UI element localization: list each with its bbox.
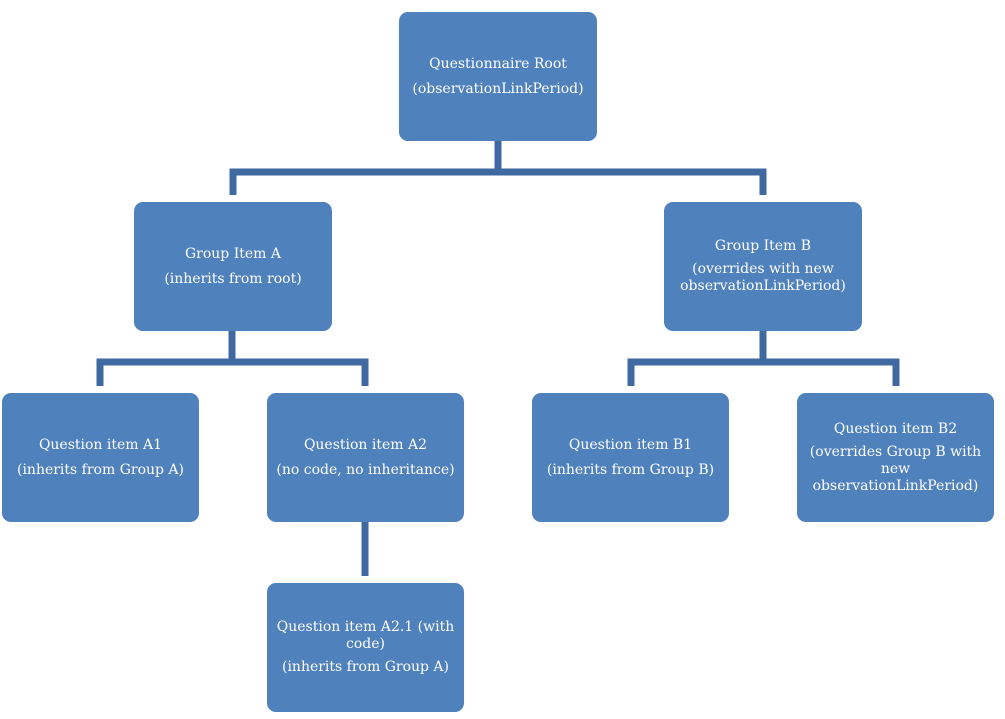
- node-group-item-b[interactable]: Group Item B (overrides with new observa…: [664, 202, 862, 331]
- node-title: Group Item B: [714, 238, 812, 254]
- node-question-item-a2-1[interactable]: Question item A2.1 (with code) (inherits…: [267, 583, 464, 712]
- node-question-item-a2[interactable]: Question item A2 (no code, no inheritanc…: [267, 393, 464, 522]
- node-subtitle: (no code, no inheritance): [276, 461, 455, 478]
- node-title: Question item B2: [833, 420, 958, 437]
- node-subtitle: (observationLinkPeriod): [412, 80, 584, 97]
- node-title: Questionnaire Root: [429, 55, 567, 72]
- node-question-item-a1[interactable]: Question item A1 (inherits from Group A): [2, 393, 199, 522]
- node-subtitle: (overrides with new observationLinkPerio…: [680, 261, 846, 294]
- node-title: Question item B1: [568, 436, 693, 453]
- node-subtitle: (inherits from root): [164, 270, 302, 287]
- node-subtitle: (inherits from Group B): [546, 461, 715, 478]
- node-question-item-b1[interactable]: Question item B1 (inherits from Group B): [532, 393, 729, 522]
- node-title: Question item A2.1 (with code): [276, 619, 455, 652]
- connector-root-bus: [229, 168, 767, 195]
- node-question-item-b2[interactable]: Question item B2 (overrides Group B with…: [797, 393, 994, 522]
- node-subtitle: (inherits from Group A): [281, 659, 450, 675]
- node-title: Question item A1: [38, 436, 163, 453]
- node-group-item-a[interactable]: Group Item A (inherits from root): [134, 202, 332, 331]
- connector-group-b-bus: [627, 358, 900, 386]
- node-title: Question item A2: [303, 436, 428, 453]
- node-subtitle: (overrides Group B with new observationL…: [809, 443, 982, 494]
- node-questionnaire-root[interactable]: Questionnaire Root (observationLinkPerio…: [399, 12, 597, 141]
- node-subtitle: (inherits from Group A): [16, 461, 185, 478]
- connector-group-a-bus: [96, 358, 369, 386]
- node-title: Group Item A: [184, 245, 281, 262]
